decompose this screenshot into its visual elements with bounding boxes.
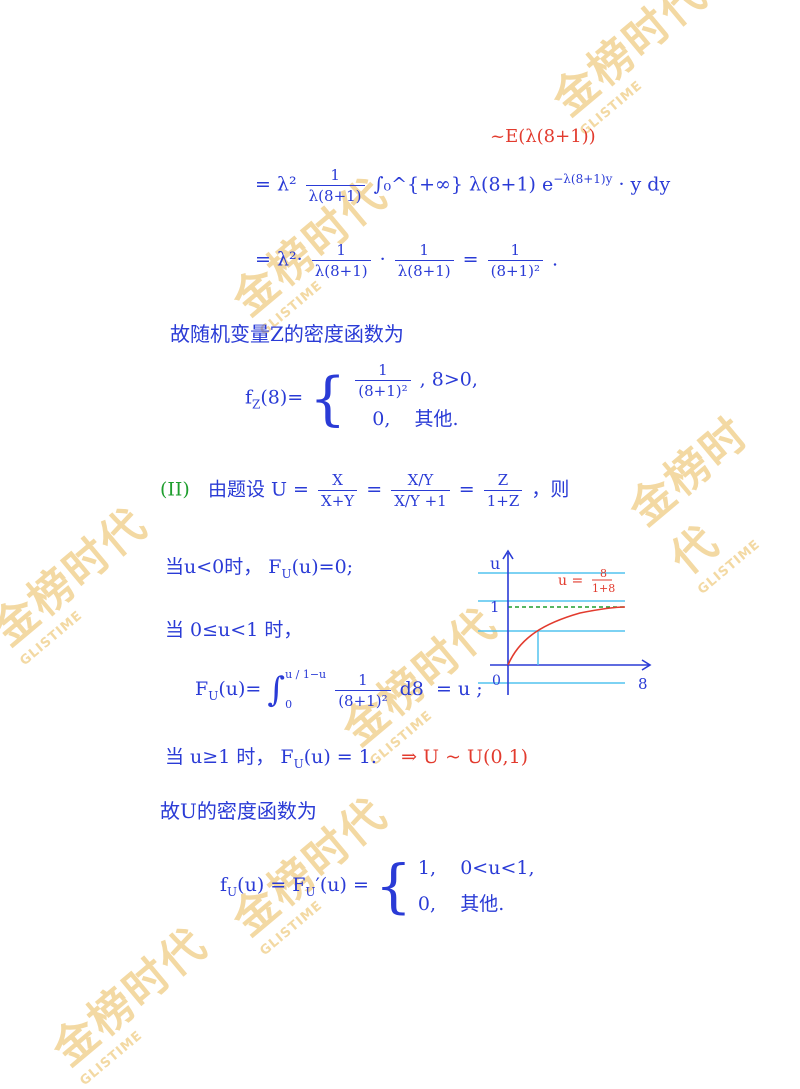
graph-x-label: 8 <box>638 675 648 693</box>
case-u-negative: 当u<0时， FU(u)=0; <box>165 556 354 581</box>
pdf-z-sub: Z <box>252 397 261 412</box>
pdf-u-brace: { <box>374 852 412 920</box>
line1-exponent: −λ(8+1)y <box>553 172 613 187</box>
def-then: ，则 <box>531 478 570 501</box>
pdf-z-arg: (8)= <box>260 386 304 409</box>
graph-curve-den: 1+8 <box>592 582 615 595</box>
section-marker: (II) <box>160 478 190 501</box>
transform-graph: u 1 0 8 u = 8 1+8 <box>478 549 652 695</box>
graph-y-label: u <box>490 554 500 573</box>
def-eq1: = <box>366 478 383 501</box>
line2-eq: = <box>462 248 479 271</box>
graph-origin: 0 <box>492 673 501 689</box>
pdf-z-lhs: f <box>245 386 253 409</box>
line2-dot: · <box>379 248 386 271</box>
pdf-z: fZ(8)= { 1(8+1)² , 8>0, 0, 其他. <box>245 360 478 437</box>
line1-prefix: = λ² <box>255 173 297 196</box>
graph-tick-one: 1 <box>490 598 500 616</box>
pdf-z-cases: 1(8+1)² , 8>0, 0, 其他. <box>352 360 478 437</box>
density-statement-z: 故随机变量Z的密度函数为 <box>170 322 404 346</box>
uniform-conclusion: ⇒ U ~ U(0,1) <box>401 746 529 768</box>
case-u-between: 当 0≤u<1 时， <box>165 619 303 641</box>
pdf-u-cases: 1, 0<u<1, 0, 其他. <box>417 857 535 915</box>
case-u-large: 当 u≥1 时， FU(u) = 1. ⇒ U ~ U(0,1) <box>165 746 529 771</box>
graph-curve-num: 8 <box>600 567 607 580</box>
def-text: 由题设 U = <box>207 478 309 501</box>
def-eq2: = <box>458 478 475 501</box>
exponential-annotation: ~E(λ(8+1)) <box>490 126 596 147</box>
graph-curve-label: u = <box>558 573 583 589</box>
pdf-z-brace: { <box>309 364 347 433</box>
line2-end: . <box>552 248 559 271</box>
line1-integral: ∫₀^{+∞} λ(8+1) e <box>373 173 554 196</box>
line2-prefix: = λ²· <box>255 248 303 271</box>
line2-frac-3: 1(8+1)² <box>487 240 543 281</box>
pdf-u: fU(u) = FU′(u) = { 1, 0<u<1, 0, 其他. <box>220 852 535 920</box>
line1-suffix: · y dy <box>618 173 671 196</box>
density-statement-u: 故U的密度函数为 <box>160 799 317 823</box>
